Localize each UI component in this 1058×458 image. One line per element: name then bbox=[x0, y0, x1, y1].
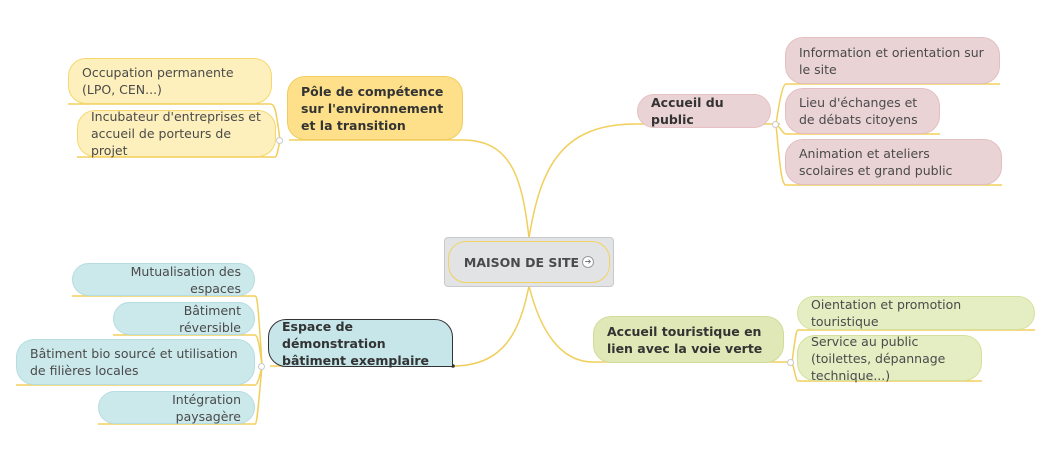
branch-accueil-public[interactable]: Accueil du public bbox=[637, 94, 771, 128]
central-topic[interactable]: MAISON DE SITE ➔ bbox=[448, 241, 610, 283]
branch-label: Accueil touristique en lien avec la voie… bbox=[607, 323, 763, 356]
leaf-lieu-echanges[interactable]: Lieu d'échanges et de débats citoyens bbox=[785, 88, 940, 134]
arrow-circle-icon[interactable]: ➔ bbox=[582, 256, 595, 268]
leaf-batiment-bio-source[interactable]: Bâtiment bio sourcé et utilisation de fi… bbox=[16, 339, 255, 385]
branch-pole-competence[interactable]: Pôle de compétence sur l'environnement e… bbox=[287, 76, 463, 140]
branch-accueil-touristique[interactable]: Accueil touristique en lien avec la voie… bbox=[593, 316, 784, 363]
branch-label: Accueil du public bbox=[651, 95, 724, 127]
branch-espace-demonstration[interactable]: Espace de démonstration bâtiment exempla… bbox=[268, 318, 453, 368]
leaf-batiment-reversible[interactable]: Bâtiment réversible bbox=[113, 302, 255, 335]
leaf-information-orientation[interactable]: Information et orientation sur le site bbox=[785, 37, 1000, 84]
central-topic-frame[interactable]: MAISON DE SITE ➔ bbox=[444, 237, 614, 287]
leaf-label: Lieu d'échanges et de débats citoyens bbox=[799, 95, 918, 127]
leaf-incubateur[interactable]: Incubateur d'entreprises et accueil de p… bbox=[77, 109, 276, 158]
branch-label: Pôle de compétence sur l'environnement e… bbox=[301, 83, 444, 133]
leaf-label: Information et orientation sur le site bbox=[799, 44, 984, 77]
leaf-orientation-promotion[interactable]: Oientation et promotion touristique bbox=[797, 296, 1035, 330]
leaf-label: Bâtiment réversible bbox=[179, 302, 241, 335]
leaf-integration-paysagere[interactable]: Intégration paysagère bbox=[98, 391, 255, 424]
leaf-animation-ateliers[interactable]: Animation et ateliers scolaires et grand… bbox=[785, 139, 1002, 185]
connector-dot[interactable] bbox=[787, 359, 794, 366]
connector-dot[interactable] bbox=[258, 363, 265, 370]
leaf-label: Mutualisation des espaces bbox=[130, 263, 241, 296]
leaf-label: Animation et ateliers scolaires et grand… bbox=[799, 146, 953, 178]
leaf-service-public[interactable]: Service au public (toilettes, dépannage … bbox=[797, 333, 982, 383]
connector-dot[interactable] bbox=[276, 137, 283, 144]
branch-label: Espace de démonstration bâtiment exempla… bbox=[282, 318, 430, 368]
leaf-occupation-permanente[interactable]: Occupation permanente (LPO, CEN...) bbox=[68, 58, 272, 104]
central-topic-label: MAISON DE SITE bbox=[463, 254, 580, 270]
leaf-mutualisation[interactable]: Mutualisation des espaces bbox=[72, 263, 255, 296]
leaf-label: Oientation et promotion touristique bbox=[811, 297, 962, 329]
leaf-label: Occupation permanente (LPO, CEN...) bbox=[82, 65, 234, 97]
leaf-label: Service au public (toilettes, dépannage … bbox=[811, 333, 946, 383]
leaf-label: Incubateur d'entreprises et accueil de p… bbox=[91, 109, 261, 158]
leaf-label: Bâtiment bio sourcé et utilisation de fi… bbox=[30, 346, 238, 378]
leaf-label: Intégration paysagère bbox=[172, 391, 241, 424]
connector-dot[interactable] bbox=[772, 121, 779, 128]
